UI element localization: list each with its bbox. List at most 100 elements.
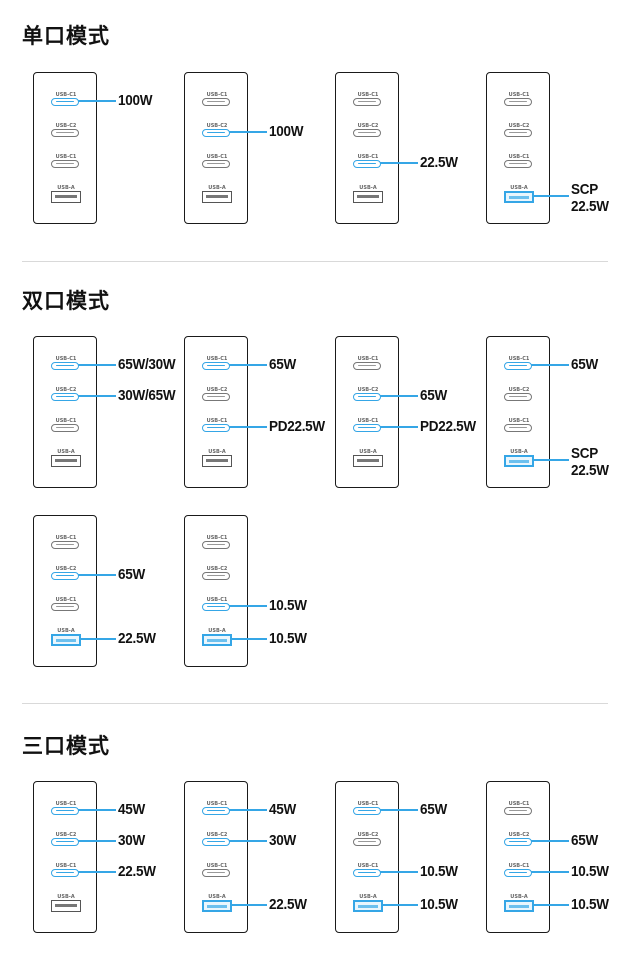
port-label-c3: USB-C1: [206, 597, 228, 603]
usb-c-port: [51, 869, 79, 877]
usb-a-port: [202, 455, 232, 467]
usb-c-port: [202, 129, 230, 137]
port-label-c3: USB-C1: [508, 418, 530, 424]
usb-c-port: [51, 838, 79, 846]
port-label-c3: USB-C1: [55, 418, 77, 424]
port-label-c2: USB-C2: [55, 387, 77, 393]
port-label-c1: USB-C1: [508, 801, 530, 807]
port-label-c2: USB-C2: [55, 566, 77, 572]
connector-line: [229, 840, 267, 842]
power-output-label: 45W: [269, 801, 296, 818]
power-output-value: 65W: [420, 801, 447, 818]
usb-a-port: [353, 191, 383, 203]
connector-line: [80, 638, 116, 640]
port-label-a: USB-A: [510, 185, 528, 191]
usb-a-port: [51, 634, 81, 646]
port-label-a: USB-A: [208, 894, 226, 900]
usb-c-port: [202, 838, 230, 846]
section-title: 双口模式: [22, 289, 110, 313]
connector-line: [231, 638, 267, 640]
power-output-value: 22.5W: [420, 154, 458, 171]
power-output-label: 10.5W: [571, 863, 609, 880]
power-output-value: 22.5W: [118, 630, 156, 647]
power-output-value: 65W: [118, 566, 145, 583]
port-label-c2: USB-C2: [206, 387, 228, 393]
connector-line: [531, 840, 569, 842]
power-output-label: 65W: [571, 356, 598, 373]
power-output-value: 10.5W: [420, 863, 458, 880]
port-label-c3: USB-C1: [55, 863, 77, 869]
power-output-label: 30W/65W: [118, 387, 176, 404]
power-output-label: 10.5W: [420, 896, 458, 913]
connector-line: [78, 840, 116, 842]
usb-c-port: [51, 424, 79, 432]
port-label-c2: USB-C2: [206, 123, 228, 129]
usb-c-port: [504, 807, 532, 815]
usb-c-port: [202, 160, 230, 168]
port-label-a: USB-A: [57, 894, 75, 900]
port-label-c2: USB-C2: [55, 832, 77, 838]
connector-line: [533, 195, 569, 197]
power-output-label: 45W: [118, 801, 145, 818]
connector-line: [533, 459, 569, 461]
port-label-a: USB-A: [57, 449, 75, 455]
usb-c-port: [353, 838, 381, 846]
port-label-c1: USB-C1: [357, 801, 379, 807]
port-label-c3: USB-C1: [206, 418, 228, 424]
usb-c-port: [504, 393, 532, 401]
power-output-label: 65W: [269, 356, 296, 373]
usb-c-port: [504, 129, 532, 137]
port-label-c1: USB-C1: [508, 356, 530, 362]
port-label-c2: USB-C2: [508, 123, 530, 129]
usb-c-port: [202, 362, 230, 370]
port-label-a: USB-A: [208, 628, 226, 634]
usb-a-port: [353, 900, 383, 912]
connector-line: [229, 809, 267, 811]
connector-line: [380, 162, 418, 164]
power-output-value-line2: 22.5W: [571, 198, 609, 215]
power-output-value: 10.5W: [269, 630, 307, 647]
power-output-label: 65W: [118, 566, 145, 583]
usb-c-port: [202, 98, 230, 106]
connector-line: [78, 574, 116, 576]
power-output-value: 10.5W: [571, 863, 609, 880]
port-label-c2: USB-C2: [508, 387, 530, 393]
power-output-label: 30W: [118, 832, 145, 849]
power-output-label: PD22.5W: [269, 418, 325, 435]
port-label-c1: USB-C1: [508, 92, 530, 98]
usb-c-port: [51, 362, 79, 370]
usb-c-port: [202, 603, 230, 611]
port-label-a: USB-A: [208, 185, 226, 191]
power-output-value: 65W: [571, 832, 598, 849]
connector-line: [229, 426, 267, 428]
power-output-value-line2: 22.5W: [571, 462, 609, 479]
connector-line: [78, 395, 116, 397]
power-output-value: 22.5W: [118, 863, 156, 880]
usb-a-port: [202, 900, 232, 912]
power-output-value: 30W: [269, 832, 296, 849]
power-output-label: 65W: [420, 387, 447, 404]
usb-c-port: [51, 572, 79, 580]
port-label-c1: USB-C1: [55, 535, 77, 541]
port-label-a: USB-A: [359, 185, 377, 191]
connector-line: [380, 426, 418, 428]
power-output-value: 30W/65W: [118, 387, 176, 404]
power-output-value: 22.5W: [269, 896, 307, 913]
usb-c-port: [504, 424, 532, 432]
connector-line: [78, 809, 116, 811]
port-label-c1: USB-C1: [55, 92, 77, 98]
usb-a-port: [353, 455, 383, 467]
connector-line: [78, 871, 116, 873]
port-label-a: USB-A: [208, 449, 226, 455]
port-label-c3: USB-C1: [206, 154, 228, 160]
power-output-label: 30W: [269, 832, 296, 849]
section-divider: [22, 703, 608, 704]
connector-line: [380, 395, 418, 397]
connector-line: [531, 871, 569, 873]
